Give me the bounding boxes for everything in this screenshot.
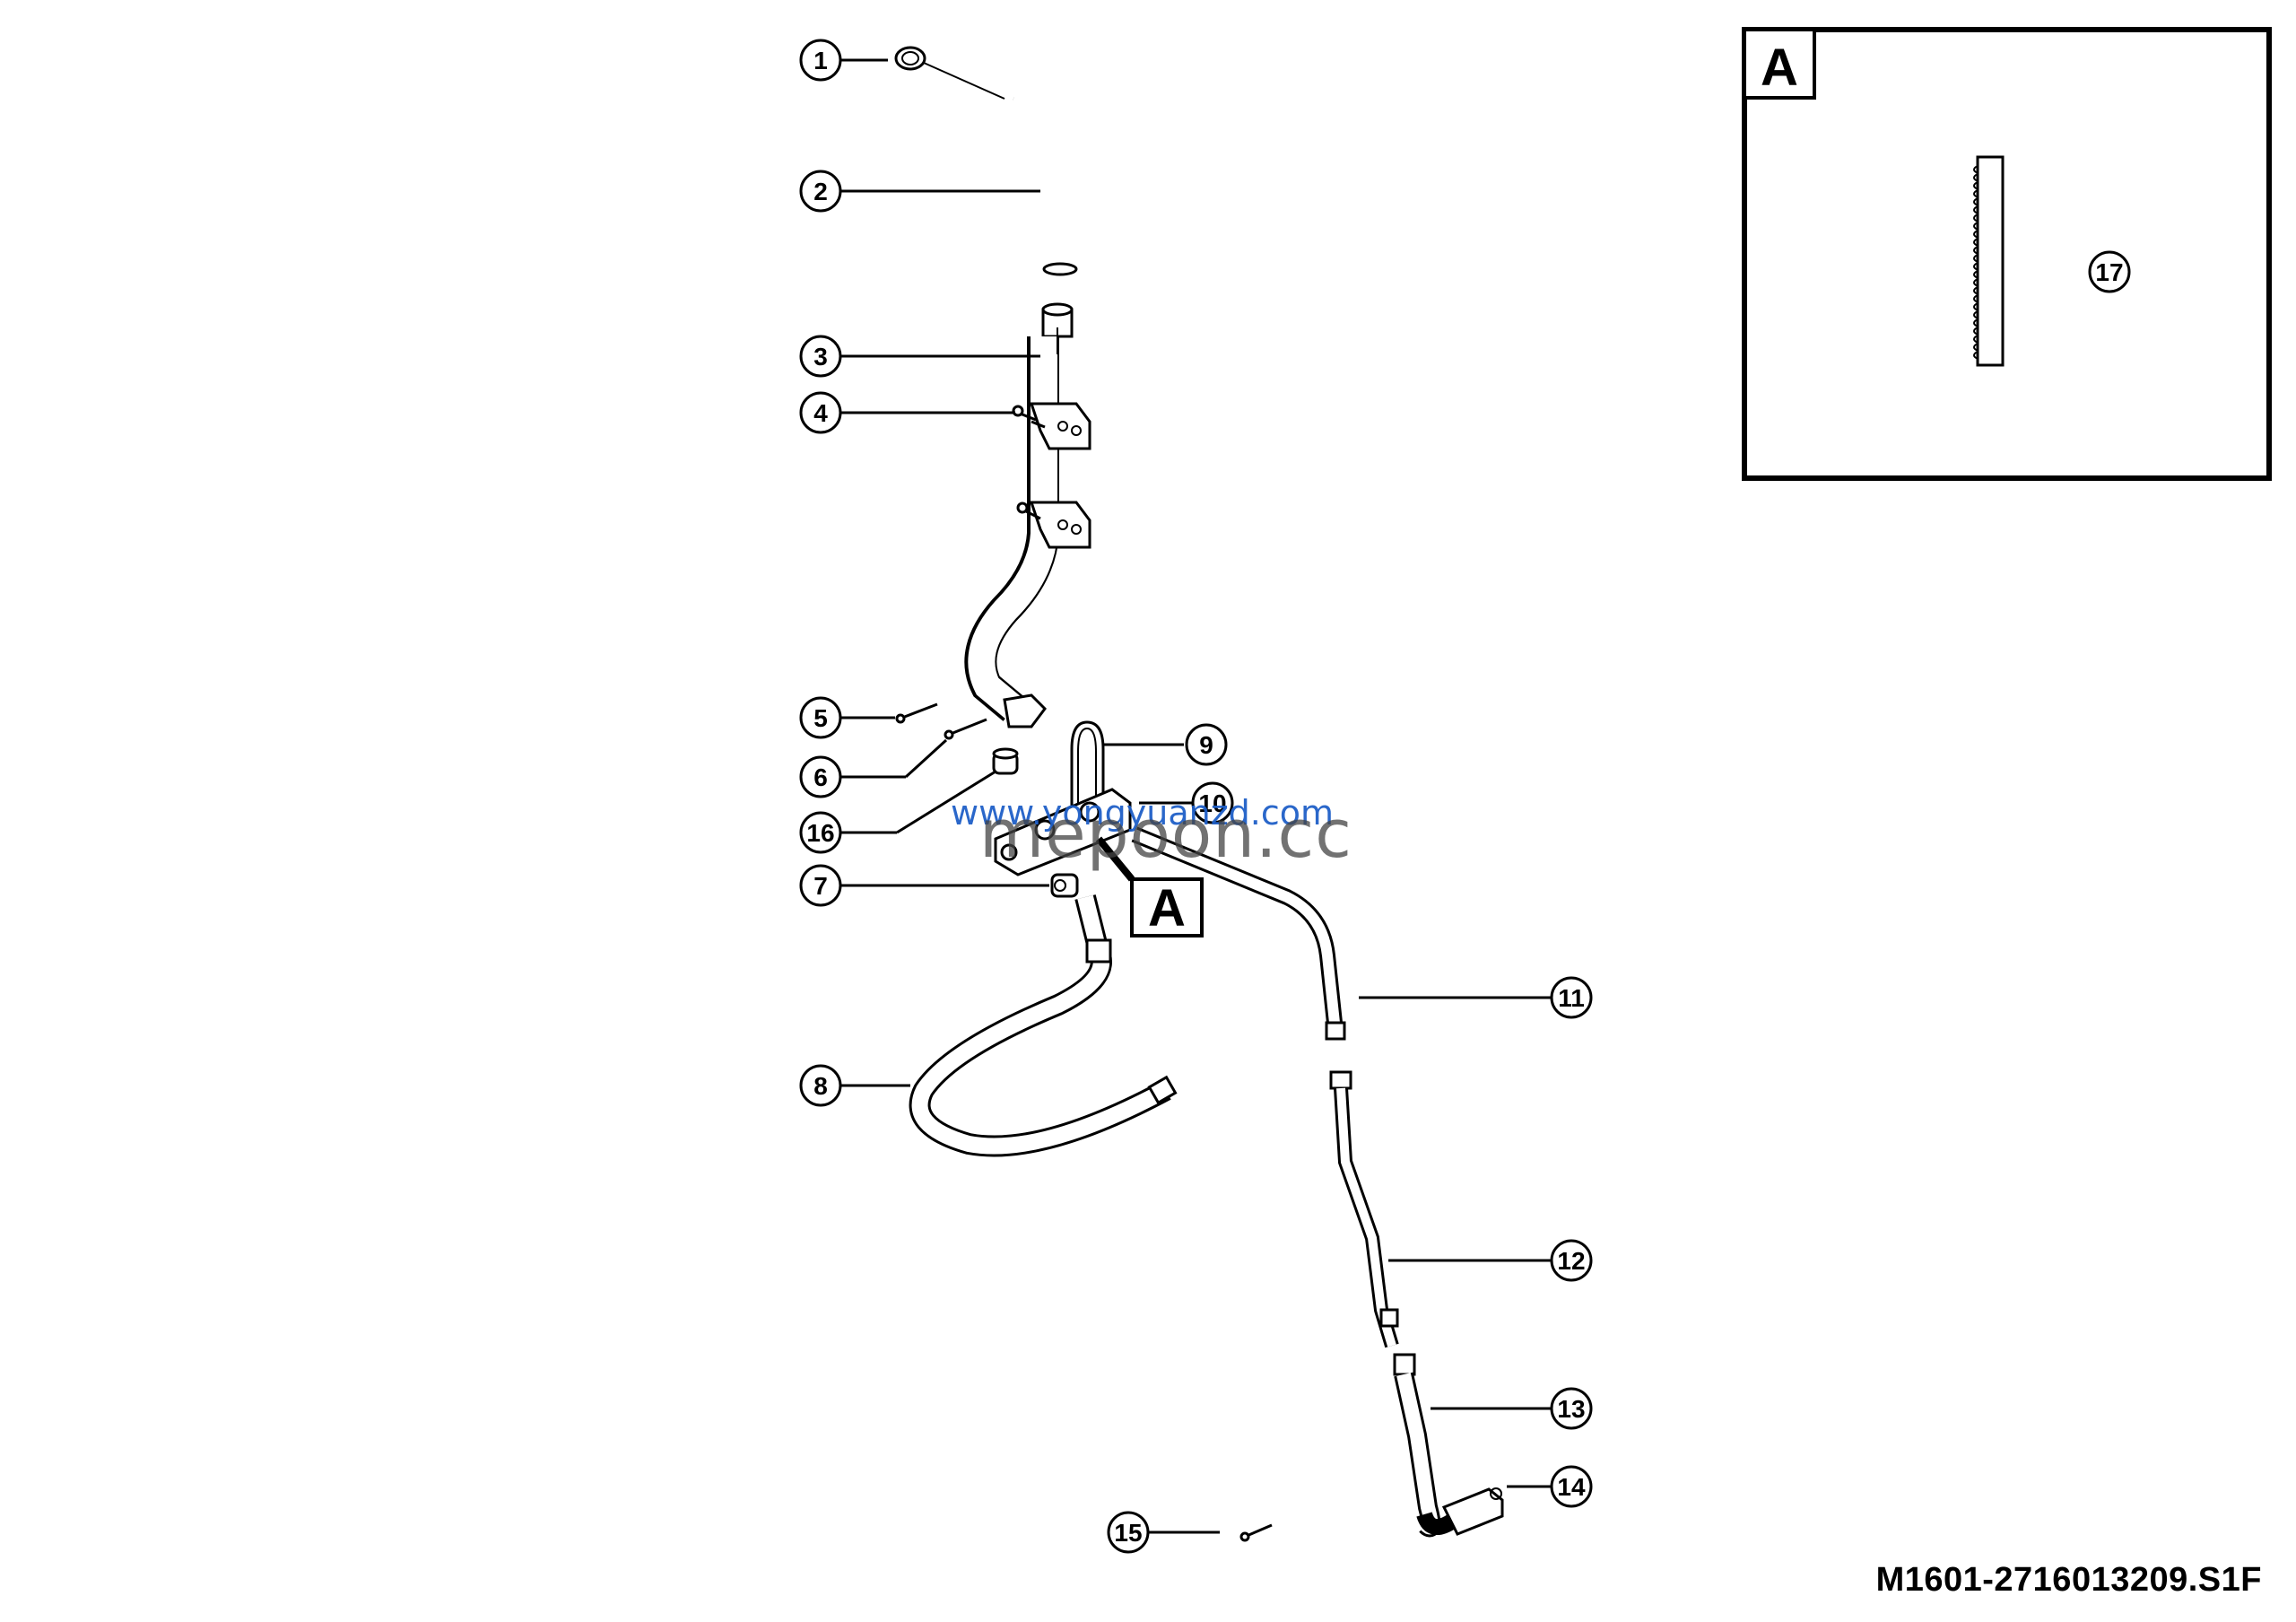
callout-2: 2 bbox=[799, 170, 842, 213]
part-10-clamp-block bbox=[994, 788, 1132, 876]
callout-number: 11 bbox=[1558, 984, 1585, 1012]
leader-lines bbox=[840, 58, 2090, 1534]
callout-3: 3 bbox=[799, 335, 842, 378]
callout-16: 16 bbox=[799, 811, 842, 854]
callout-4: 4 bbox=[799, 391, 842, 434]
part-6-pin bbox=[944, 718, 987, 740]
part-17-edge-protector bbox=[1973, 155, 2005, 367]
callout-number: 6 bbox=[813, 763, 828, 791]
callout-14: 14 bbox=[1550, 1465, 1593, 1508]
callout-number: 9 bbox=[1199, 731, 1213, 759]
callout-number: 16 bbox=[806, 819, 834, 847]
part-8-hose bbox=[909, 894, 1178, 1157]
callout-11: 11 bbox=[1550, 976, 1593, 1019]
detail-reference-letter: A bbox=[1148, 879, 1186, 937]
callout-number: 8 bbox=[813, 1072, 828, 1100]
part-2-elbow-hose bbox=[923, 62, 1078, 276]
callout-number: 12 bbox=[1557, 1247, 1585, 1275]
callout-1: 1 bbox=[799, 39, 842, 82]
watermark-url: www.yongyuanzd.com bbox=[951, 793, 1335, 833]
callout-number: 1 bbox=[813, 47, 828, 74]
part-3-pipe-assembly bbox=[964, 302, 1074, 728]
callout-number: 15 bbox=[1114, 1519, 1142, 1547]
callout-5: 5 bbox=[799, 696, 842, 739]
part-4-bracket-lower bbox=[1016, 501, 1091, 549]
callout-number: 10 bbox=[1198, 789, 1226, 817]
callout-6: 6 bbox=[799, 755, 842, 798]
part-13-hose bbox=[1393, 1353, 1458, 1538]
callout-13: 13 bbox=[1550, 1387, 1593, 1430]
callout-8: 8 bbox=[799, 1064, 842, 1107]
part-15-pin bbox=[1239, 1523, 1273, 1542]
drawing-code: M1601-2716013209.S1F bbox=[1875, 1561, 2262, 1599]
callout-number: 3 bbox=[813, 343, 828, 371]
part-11-tube bbox=[1131, 826, 1346, 1041]
callout-7: 7 bbox=[799, 864, 842, 907]
part-5-pin bbox=[895, 702, 938, 724]
callout-10: 10 bbox=[1191, 781, 1234, 824]
callout-number: 4 bbox=[813, 399, 828, 427]
callout-number: 5 bbox=[813, 704, 828, 732]
detail-view-letter: A bbox=[1761, 39, 1798, 97]
part-1-cap bbox=[894, 46, 926, 71]
callout-number: 14 bbox=[1557, 1473, 1586, 1501]
callout-9: 9 bbox=[1185, 723, 1228, 766]
callout-number: 13 bbox=[1557, 1395, 1585, 1423]
callout-number: 2 bbox=[813, 178, 828, 205]
part-4-bracket-upper bbox=[1012, 402, 1091, 450]
detail-view-a: A bbox=[1742, 27, 2272, 481]
callout-12: 12 bbox=[1550, 1239, 1593, 1282]
callout-17: 17 bbox=[2088, 250, 2131, 293]
callout-number: 7 bbox=[813, 872, 828, 900]
callout-number: 17 bbox=[2095, 258, 2123, 286]
detail-reference-a: A bbox=[1095, 836, 1204, 937]
part-12-tube bbox=[1329, 1070, 1399, 1348]
watermark-text: mepoon.cc bbox=[979, 796, 1352, 873]
part-16-plug bbox=[992, 747, 1019, 775]
part-14-elbow-fitting bbox=[1441, 1487, 1504, 1536]
part-7-fitting bbox=[1050, 873, 1079, 898]
part-9-u-bolt bbox=[1070, 720, 1105, 816]
callout-15: 15 bbox=[1107, 1511, 1150, 1554]
